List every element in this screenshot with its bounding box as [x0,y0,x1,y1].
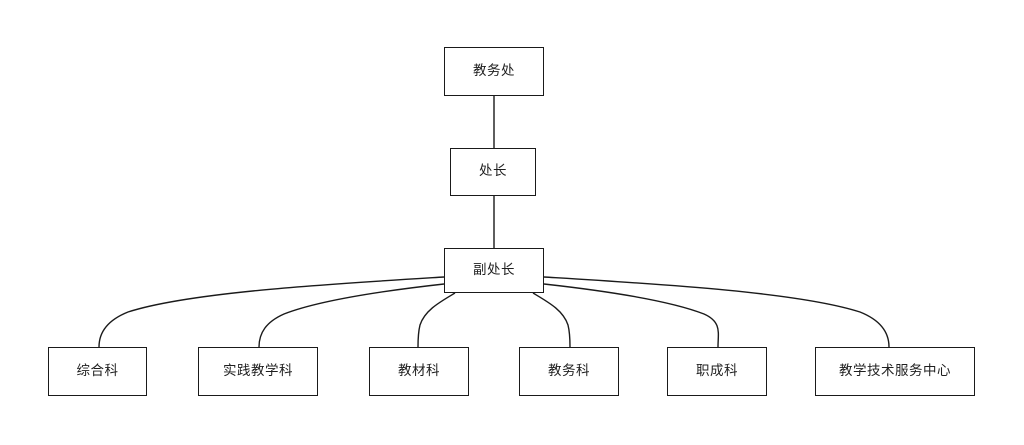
node-dept-academic-affairs[interactable]: 教务科 [519,347,619,396]
node-deputy[interactable]: 副处长 [444,248,544,293]
node-dept-teaching-tech-center[interactable]: 教学技术服务中心 [815,347,975,396]
edge-deputy-to-dept2 [258,283,445,348]
node-dept-practical-teaching[interactable]: 实践教学科 [198,347,318,396]
node-label: 教务处 [473,62,515,79]
edge-deputy-to-dept3 [417,292,456,348]
node-label: 教材科 [398,362,440,379]
edge-deputy-to-dept6 [543,276,890,348]
node-dept-textbook[interactable]: 教材科 [369,347,469,396]
node-label: 实践教学科 [223,362,293,379]
node-label: 副处长 [473,261,515,278]
node-label: 职成科 [696,362,738,379]
node-dept-comprehensive[interactable]: 综合科 [48,347,147,396]
edge-deputy-to-dept5 [543,283,720,348]
node-head[interactable]: 处长 [450,148,536,196]
node-label: 教务科 [548,362,590,379]
node-label: 教学技术服务中心 [839,362,951,379]
node-label: 综合科 [76,362,119,379]
edge-deputy-to-dept1 [98,276,445,348]
node-dept-vocational[interactable]: 职成科 [667,347,767,396]
edge-deputy-to-dept4 [532,292,571,348]
node-root[interactable]: 教务处 [444,47,544,96]
node-label: 处长 [479,163,507,180]
